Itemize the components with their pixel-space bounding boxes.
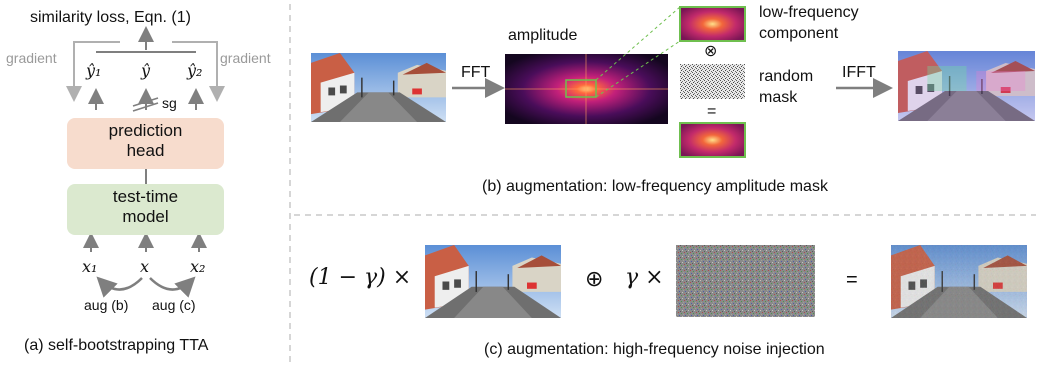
stop-gradient-label: sg — [162, 95, 177, 111]
gaussian-noise-image — [676, 245, 815, 317]
prediction-head-label: prediction head — [108, 121, 183, 160]
aug-c-label: aug (c) — [152, 297, 196, 313]
street-image-input-c — [425, 245, 561, 318]
gradient-label-left: gradient — [6, 50, 57, 66]
equals-symbol-c: = — [846, 269, 858, 291]
caption-b: (b) augmentation: low-frequency amplitud… — [482, 178, 828, 195]
prediction-head-box: prediction head — [67, 118, 224, 169]
caption-c: (c) augmentation: high-frequency noise i… — [484, 341, 825, 358]
random-mask-image — [680, 64, 745, 99]
gamma-term: γ × — [625, 265, 664, 290]
one-minus-gamma-term: (1 − γ) × — [309, 265, 412, 290]
y-hat: ŷ — [141, 61, 151, 80]
caption-a: (a) self-bootstrapping TTA — [24, 337, 209, 354]
x2-label: x₂ — [190, 257, 206, 276]
amplitude-label: amplitude — [508, 27, 578, 44]
low-freq-box — [565, 79, 597, 98]
oplus-symbol: ⊕ — [585, 266, 604, 291]
low-freq-component-image — [679, 6, 746, 42]
street-image-input-b — [311, 53, 446, 122]
y-hat-2: ŷ₂ — [187, 61, 203, 80]
x1-label: x₁ — [82, 257, 98, 276]
loss-title: similarity loss, Eqn. (1) — [30, 9, 191, 26]
low-frequency-label: low-frequency component — [759, 4, 859, 42]
test-time-model-box: test-time model — [67, 184, 224, 235]
fft-label: FFT — [461, 64, 491, 81]
gradient-label-right: gradient — [220, 50, 271, 66]
aug-b-label: aug (b) — [84, 297, 129, 313]
panel-a-arrows — [66, 26, 225, 298]
random-mask-label: random mask — [759, 68, 814, 106]
ifft-label: IFFT — [842, 64, 876, 81]
masked-component-image — [679, 122, 746, 158]
test-time-model-label: test-time model — [112, 187, 179, 226]
street-image-output-c — [891, 245, 1027, 318]
street-image-output-b — [898, 51, 1035, 121]
panel-c-graphics — [425, 245, 1027, 318]
equals-symbol-b: = — [707, 103, 717, 120]
panel-b-graphics — [311, 6, 1035, 158]
otimes-symbol: ⊗ — [704, 43, 718, 60]
x-label: x — [140, 257, 150, 276]
y-hat-1: ŷ₁ — [86, 61, 102, 80]
